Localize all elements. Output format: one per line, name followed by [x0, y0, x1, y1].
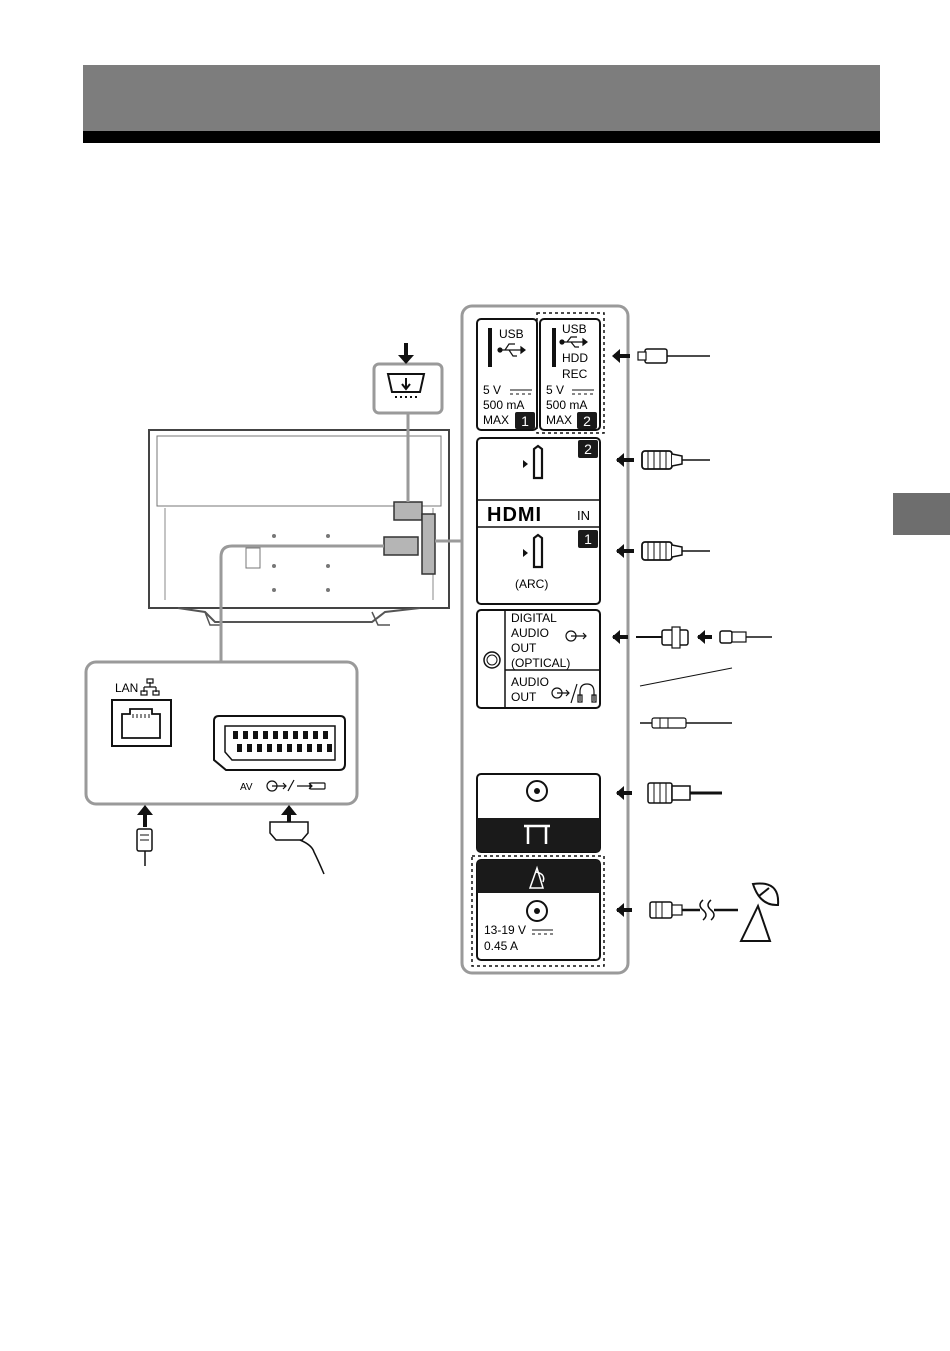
- scart-pin: [243, 731, 248, 739]
- scart-pin: [287, 744, 292, 752]
- audio-out-port-block[interactable]: DIGITAL AUDIO OUT (OPTICAL) AUDIO OUT: [477, 610, 600, 708]
- antenna-cable: [616, 783, 722, 803]
- scart-pin: [297, 744, 302, 752]
- hdmi-in-label: IN: [577, 508, 590, 523]
- scart-pin: [327, 744, 332, 752]
- usb-2-max: MAX: [546, 413, 572, 427]
- divider-slash: [640, 668, 732, 686]
- scart-pin: [323, 731, 328, 739]
- hdmi-arc-label: (ARC): [515, 577, 548, 591]
- scart-pin: [303, 731, 308, 739]
- digital-audio-line1: DIGITAL: [511, 611, 557, 625]
- satellite-cable: [616, 900, 738, 920]
- tv-side-port-highlight: [422, 514, 435, 574]
- scart-cable: [270, 805, 324, 874]
- scart-pin: [263, 731, 268, 739]
- hdmi-1-cable: [616, 542, 710, 560]
- optical-cable: [612, 627, 772, 648]
- scart-pin: [307, 744, 312, 752]
- audio-out-line2: OUT: [511, 690, 537, 704]
- scart-pin: [317, 744, 322, 752]
- hdmi-1-number: 1: [584, 531, 592, 547]
- usb-2-label: USB: [562, 322, 587, 336]
- usb-1-power: 5 V: [483, 383, 501, 397]
- satellite-voltage: 13-19 V: [484, 923, 526, 937]
- usb-1-current: 500 mA: [483, 398, 524, 412]
- lan-port[interactable]: [112, 700, 171, 746]
- usb-2-hdd: HDD: [562, 351, 588, 365]
- digital-audio-line4: (OPTICAL): [511, 656, 570, 670]
- hdmi-port-block[interactable]: 2 HDMI IN 1 (ARC): [477, 438, 600, 604]
- lan-label: LAN: [115, 681, 138, 695]
- usb-1-port-block[interactable]: USB 5 V 500 mA MAX 1: [477, 319, 537, 430]
- satellite-port-block[interactable]: 13-19 V 0.45 A: [472, 856, 604, 966]
- scart-av-port[interactable]: [214, 716, 345, 770]
- usb-2-power: 5 V: [546, 383, 564, 397]
- scart-pin: [313, 731, 318, 739]
- hdmi-2-number: 2: [584, 441, 592, 457]
- scart-pin: [257, 744, 262, 752]
- audio-out-line1: AUDIO: [511, 675, 549, 689]
- usb-1-number: 1: [521, 413, 529, 429]
- tv-top-port-highlight: [394, 502, 422, 520]
- usb-1-label: USB: [499, 327, 524, 341]
- scart-pin: [273, 731, 278, 739]
- usb-2-rec: REC: [562, 367, 588, 381]
- side-port-panel: USB 5 V 500 mA MAX 1 USB HDD: [462, 306, 628, 973]
- tv-rear-port-highlight: [384, 537, 418, 555]
- rear-panel-callout: LAN AV: [86, 662, 357, 874]
- digital-audio-line3: OUT: [511, 641, 537, 655]
- usb-2-hdd-rec-port-block[interactable]: USB HDD REC 5 V 500 mA MAX 2: [537, 313, 604, 433]
- scart-pin: [237, 744, 242, 752]
- audio-mini-jack-cable: [640, 718, 732, 728]
- lan-cable: [137, 805, 153, 866]
- satellite-current: 0.45 A: [484, 939, 518, 953]
- scart-pin: [283, 731, 288, 739]
- usb-2-current: 500 mA: [546, 398, 587, 412]
- scart-pin: [233, 731, 238, 739]
- antenna-port-block[interactable]: [477, 774, 600, 852]
- usb-1-max: MAX: [483, 413, 509, 427]
- hdmi-logo: HDMI: [487, 504, 542, 526]
- hdmi-2-cable: [616, 451, 710, 469]
- satellite-dish-icon: [741, 883, 778, 941]
- tv-rear-view: [149, 430, 449, 625]
- scart-pin: [293, 731, 298, 739]
- scart-pin: [267, 744, 272, 752]
- av-label: AV: [240, 782, 253, 793]
- scart-pin: [253, 731, 258, 739]
- scart-pin: [277, 744, 282, 752]
- usb-2-number: 2: [583, 413, 591, 429]
- scart-pin: [247, 744, 252, 752]
- top-port-callout: [374, 343, 442, 413]
- digital-audio-line2: AUDIO: [511, 626, 549, 640]
